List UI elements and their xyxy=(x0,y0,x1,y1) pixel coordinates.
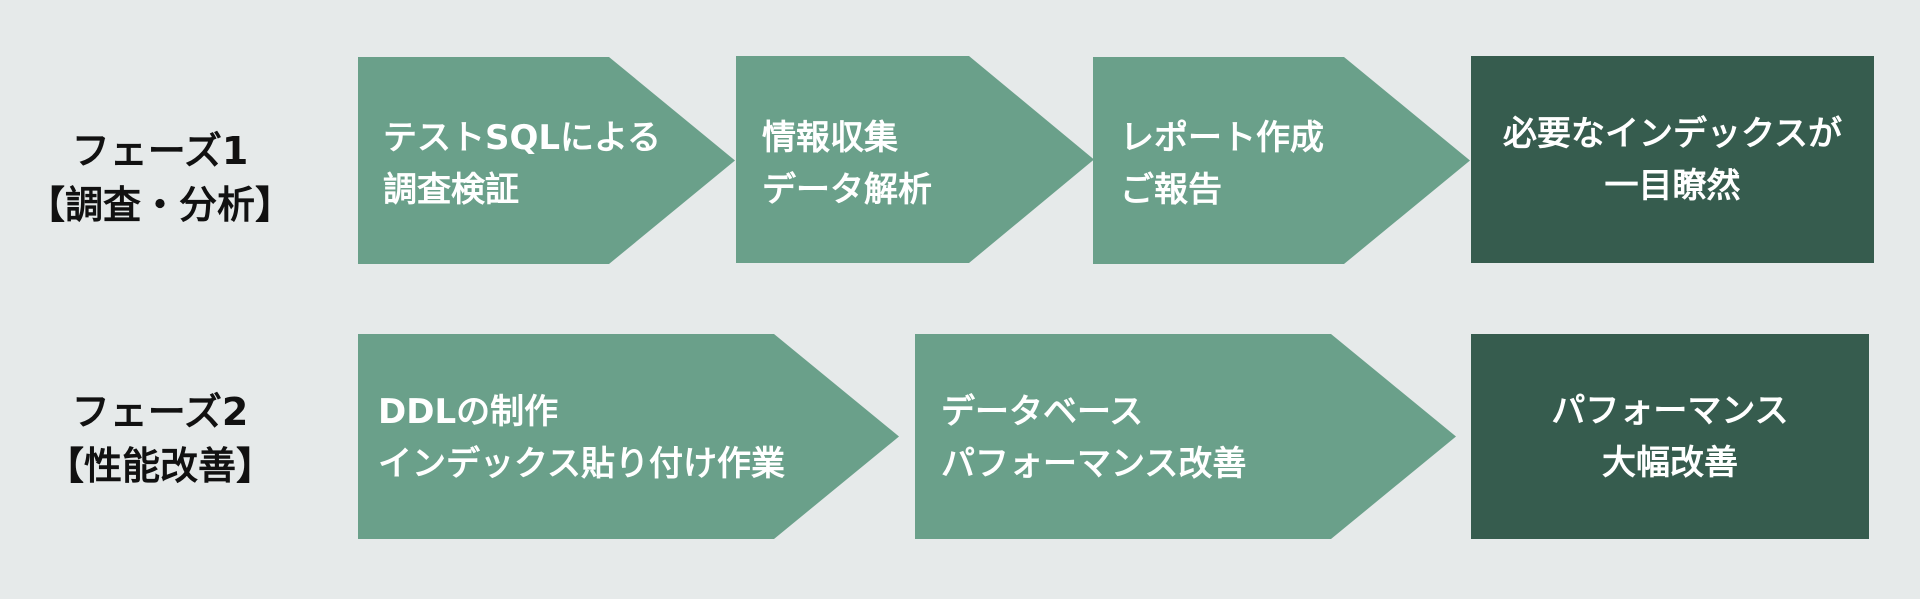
phase-1-step-2-arrow: 情報収集 データ解析 xyxy=(736,56,1094,263)
phase-2-label: フェーズ2 【性能改善】 xyxy=(20,385,300,493)
phase-1-step-1-arrow: テストSQLによる 調査検証 xyxy=(358,57,735,264)
phase-2-result-box: パフォーマンス 大幅改善 xyxy=(1471,334,1869,539)
step-line-1: DDLの制作 xyxy=(378,392,559,432)
result-line-1: パフォーマンス xyxy=(1551,390,1789,431)
phase-2-step-1-arrow: DDLの制作 インデックス貼り付け作業 xyxy=(358,334,899,539)
phase-2-step-2-arrow: データベース パフォーマンス改善 xyxy=(915,334,1456,539)
step-line-1: テストSQLによる xyxy=(383,118,662,158)
step-line-1: データベース xyxy=(941,392,1144,432)
step-line-2: データ解析 xyxy=(762,170,932,210)
phase-2-subtitle: 【性能改善】 xyxy=(45,444,274,488)
phase-1-label: フェーズ1 【調査・分析】 xyxy=(20,124,300,232)
result-line-2: 大幅改善 xyxy=(1602,442,1738,483)
phase-1-title: フェーズ1 xyxy=(71,129,249,173)
step-line-1: 情報収集 xyxy=(762,118,898,158)
result-line-1: 必要なインデックスが xyxy=(1503,113,1842,154)
step-line-2: 調査検証 xyxy=(383,170,519,210)
step-line-2: インデックス貼り付け作業 xyxy=(378,444,785,484)
phase-2-title: フェーズ2 xyxy=(71,390,249,434)
phase-1-step-3-arrow: レポート作成 ご報告 xyxy=(1093,57,1470,264)
step-line-2: ご報告 xyxy=(1120,170,1222,210)
step-line-1: レポート作成 xyxy=(1120,118,1324,158)
step-line-2: パフォーマンス改善 xyxy=(941,444,1247,484)
phase-1-subtitle: 【調査・分析】 xyxy=(26,183,293,227)
result-line-2: 一目瞭然 xyxy=(1604,165,1741,206)
phase-1-result-box: 必要なインデックスが 一目瞭然 xyxy=(1471,56,1874,263)
